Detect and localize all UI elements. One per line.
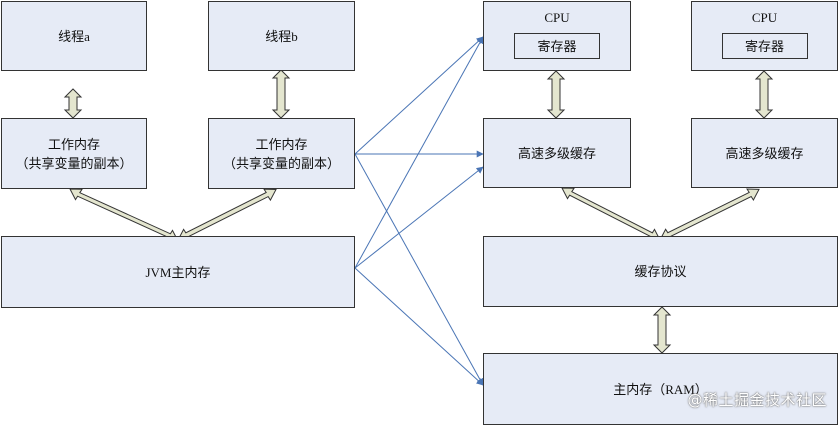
thread-b-label: 线程b xyxy=(265,28,298,44)
working-memory-b-box: 工作内存 （共享变量的副本） xyxy=(208,118,355,189)
register-1-label: 寄存器 xyxy=(537,38,577,54)
arrow-jvm-to-cache xyxy=(354,166,484,269)
double-arrow-cache1-to-protocol xyxy=(561,187,661,241)
register-2-label: 寄存器 xyxy=(744,38,784,54)
arrow-jvm-to-ram xyxy=(354,267,484,386)
cpu-2-box: CPU 寄存器 xyxy=(691,1,838,71)
double-arrow-cache-protocol-to-ram xyxy=(652,306,672,354)
cpu-1-label: CPU xyxy=(544,10,570,25)
cpu-2-label: CPU xyxy=(751,10,778,25)
jvm-main-memory-box: JVM主内存 xyxy=(1,236,355,308)
cache-2-box: 高速多级缓存 xyxy=(691,118,838,188)
cache-protocol-label: 缓存协议 xyxy=(634,264,687,279)
working-memory-a-title: 工作内存 xyxy=(47,136,100,152)
arrow-wm-to-ram xyxy=(354,153,484,386)
cache-2-label: 高速多级缓存 xyxy=(725,145,804,161)
double-arrow-working-memory-b-to-jvm xyxy=(177,188,277,241)
double-arrow-thread-b-to-working-memory xyxy=(271,69,291,119)
register-1-box: 寄存器 xyxy=(514,33,600,59)
double-arrow-cpu1-to-cache xyxy=(546,70,566,119)
cpu-1-box: CPU 寄存器 xyxy=(483,1,631,71)
watermark-text: @稀土掘金技术社区 xyxy=(687,391,827,409)
thread-b-box: 线程b xyxy=(208,1,355,71)
working-memory-a-box: 工作内存 （共享变量的副本） xyxy=(1,118,147,189)
working-memory-b-subtitle: （共享变量的副本） xyxy=(222,155,340,171)
arrow-jvm-to-cpu xyxy=(354,36,484,269)
double-arrow-thread-a-to-working-memory xyxy=(63,88,83,119)
cache-1-box: 高速多级缓存 xyxy=(483,118,631,188)
cache-1-label: 高速多级缓存 xyxy=(517,145,596,161)
main-memory-ram-label: 主内存（RAM） xyxy=(613,381,708,397)
working-memory-b-title: 工作内存 xyxy=(255,136,308,152)
double-arrow-working-memory-a-to-jvm xyxy=(69,188,179,242)
jvm-main-memory-label: JVM主内存 xyxy=(145,264,211,280)
arrow-wm-to-cpu xyxy=(354,36,484,155)
main-memory-ram-box: 主内存（RAM） xyxy=(483,353,838,425)
thread-a-label: 线程a xyxy=(58,28,90,44)
thread-a-box: 线程a xyxy=(1,1,147,71)
cache-protocol-box: 缓存协议 xyxy=(483,236,838,307)
double-arrow-cache2-to-protocol xyxy=(659,188,760,241)
register-2-box: 寄存器 xyxy=(721,33,808,59)
double-arrow-cpu2-to-cache xyxy=(754,70,774,119)
working-memory-a-subtitle: （共享变量的副本） xyxy=(15,155,133,171)
